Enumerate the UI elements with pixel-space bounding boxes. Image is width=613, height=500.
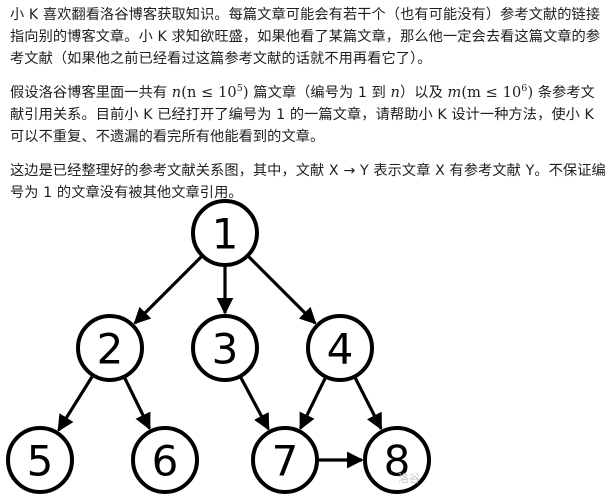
math-m-constraint: m(m ≤ 106): [447, 83, 534, 101]
graph-node-8: 8: [363, 426, 431, 494]
node-circle: [6, 426, 74, 494]
node-circle: [191, 314, 259, 382]
node-circle: [251, 426, 319, 494]
graph-node-3: 3: [191, 314, 259, 382]
edge-4-to-7: [298, 376, 327, 431]
math-n: n: [390, 85, 400, 101]
graph-node-1: 1: [191, 199, 259, 267]
graph-node-4: 4: [306, 314, 374, 382]
node-circle: [306, 314, 374, 382]
graph-node-6: 6: [131, 426, 199, 494]
paragraph-constraints: 假设洛谷博客里面一共有 n(n ≤ 105) 篇文章（编号为 1 到 n）以及 …: [10, 82, 606, 148]
node-circle: [131, 426, 199, 494]
graph-node-2: 2: [76, 314, 144, 382]
text-segment: 假设洛谷博客里面一共有: [10, 85, 172, 101]
edge-1-to-2: [133, 255, 203, 325]
graph-node-7: 7: [251, 426, 319, 494]
math-n-constraint: n(n ≤ 105): [171, 83, 249, 101]
node-label: 1: [212, 210, 239, 259]
node-label: 5: [27, 437, 54, 486]
watermark: 洛谷: [398, 471, 420, 485]
node-label: 2: [97, 325, 124, 374]
graph-node-5: 5: [6, 426, 74, 494]
reference-graph-diagram: 1 2 3 4 5 6 7 8 洛谷: [6, 199, 431, 494]
node-label: 7: [272, 437, 299, 486]
node-circle: [191, 199, 259, 267]
graph-nodes: 1 2 3 4 5 6 7 8: [6, 199, 431, 494]
node-circle: [363, 426, 431, 494]
node-label: 6: [152, 437, 179, 486]
edge-3-to-7: [239, 376, 270, 431]
text-segment: 篇文章（编号为 1 到: [248, 85, 391, 101]
edge-1-to-4: [247, 255, 317, 325]
edge-2-to-5: [57, 375, 94, 432]
node-label: 8: [384, 437, 411, 486]
node-label: 4: [327, 325, 354, 374]
problem-statement: 小 K 喜欢翻看洛谷博客获取知识。每篇文章可能会有若干个（也有可能没有）参考文献…: [10, 4, 606, 216]
graph-edges: [57, 255, 383, 469]
paragraph-graph-description: 这边是已经整理好的参考文献关系图，其中，文献 X → Y 表示文章 X 有参考文…: [10, 163, 606, 201]
paragraph-intro: 小 K 喜欢翻看洛谷博客获取知识。每篇文章可能会有若干个（也有可能没有）参考文献…: [10, 7, 601, 67]
node-circle: [76, 314, 144, 382]
edge-2-to-6: [123, 376, 152, 431]
text-segment: ）以及: [400, 85, 448, 101]
node-label: 3: [212, 325, 239, 374]
edge-4-to-8: [353, 376, 383, 431]
text-segment: 条参考文献引用关系。目前小 K 已经打开了编号为 1 的一篇文章，请帮助小 K …: [10, 85, 595, 145]
